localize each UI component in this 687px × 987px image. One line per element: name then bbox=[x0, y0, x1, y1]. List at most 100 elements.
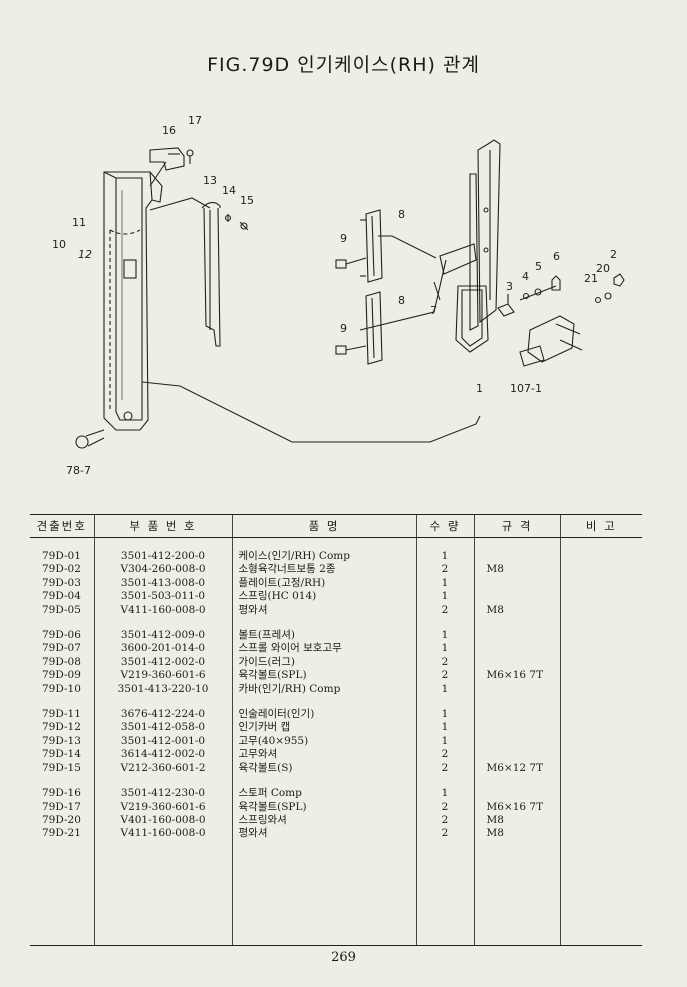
part-78-7-drawing bbox=[75, 429, 105, 449]
part-name-cell: 평와셔 bbox=[231, 827, 416, 841]
remark-cell bbox=[559, 576, 642, 591]
callout-17: 17 bbox=[188, 114, 202, 127]
washers-bolts-drawing bbox=[519, 275, 561, 301]
page-number: 269 bbox=[331, 950, 356, 965]
part-number-cell: V304-260-008-0 bbox=[93, 563, 232, 577]
exploded-parts-diagram: 16 17 13 14 15 11 10 12 78-7 8 9 8 9 7 3… bbox=[0, 90, 687, 500]
part-number-cell: 3600-201-014-0 bbox=[93, 642, 232, 656]
callout-5: 5 bbox=[535, 260, 542, 273]
spec-cell: M8 bbox=[473, 813, 560, 828]
remark-cell bbox=[559, 721, 642, 735]
spec-cell bbox=[473, 734, 560, 749]
part-no-cell: 79D-20 bbox=[42, 813, 81, 826]
part-name-cell: 케이스(인기/RH) Comp bbox=[231, 550, 416, 564]
spacer-cell bbox=[473, 617, 560, 630]
spacer-cell bbox=[231, 696, 416, 709]
table-header-row: 견출번호 부 품 번 호 품 명 수 량 규 격 비 고 bbox=[30, 514, 642, 538]
spec-cell: M8 bbox=[473, 827, 560, 841]
header-remark: 비 고 bbox=[559, 514, 642, 538]
part-number-cell: 3501-412-001-0 bbox=[93, 734, 232, 749]
header-name: 품 명 bbox=[231, 514, 416, 538]
qty-cell: 1 bbox=[415, 550, 474, 564]
spacer-cell bbox=[93, 537, 232, 550]
spacer-cell bbox=[30, 538, 94, 551]
part-no-cell: 79D-03 bbox=[42, 576, 81, 589]
blank-cell bbox=[30, 840, 94, 946]
callout-4: 4 bbox=[522, 270, 529, 283]
spacer-cell bbox=[231, 775, 416, 788]
spec-cell: M8 bbox=[473, 603, 560, 618]
qty-cell: 2 bbox=[415, 827, 474, 841]
part-no-cell: 79D-14 bbox=[42, 748, 81, 761]
qty-cell: 2 bbox=[415, 761, 474, 776]
spec-cell bbox=[473, 629, 560, 643]
bolt-9-lower bbox=[335, 345, 367, 355]
part-no-cell: 79D-04 bbox=[42, 590, 81, 603]
part-no-cell: 79D-09 bbox=[42, 669, 81, 682]
spec-cell: M6×16 7T bbox=[473, 669, 560, 683]
header-part-no: 부 품 번 호 bbox=[93, 514, 232, 538]
qty-cell: 2 bbox=[415, 603, 474, 618]
part-no-cell: 79D-07 bbox=[42, 642, 81, 655]
remark-cell bbox=[559, 550, 642, 564]
remark-cell bbox=[559, 787, 642, 801]
part-number-cell: V411-160-008-0 bbox=[93, 603, 232, 618]
part-name-cell: 인술레이터(인기) bbox=[231, 708, 416, 722]
part-number-cell: 3501-413-220-10 bbox=[93, 682, 232, 697]
guide-upper-drawing bbox=[360, 209, 383, 283]
spacer-cell bbox=[415, 617, 474, 630]
part-number-cell: 3501-413-008-0 bbox=[93, 576, 232, 591]
spacer-cell bbox=[30, 696, 94, 708]
callout-107-1: 107-1 bbox=[510, 382, 542, 395]
part-no-cell: 79D-11 bbox=[42, 708, 81, 721]
callout-14: 14 bbox=[222, 184, 236, 197]
spacer-cell bbox=[559, 775, 642, 788]
connector-lines bbox=[141, 197, 481, 443]
callout-1: 1 bbox=[476, 382, 483, 395]
part-name-cell: 육각볼트(SPL) bbox=[231, 669, 416, 683]
part-name-cell: 스프롤 와이어 보호고무 bbox=[231, 642, 416, 656]
part-number-cell: 3501-412-200-0 bbox=[93, 550, 232, 564]
qty-cell: 1 bbox=[415, 721, 474, 735]
part-no-cell: 79D-12 bbox=[42, 721, 81, 734]
spacer-cell bbox=[559, 537, 642, 550]
callout-9-lower: 9 bbox=[340, 322, 347, 335]
callout-7: 7 bbox=[430, 304, 437, 317]
part-no-cell: 79D-10 bbox=[42, 682, 81, 695]
header-no: 견출번호 bbox=[30, 514, 94, 538]
spacer-cell bbox=[415, 537, 474, 550]
part-name-cell: 스프링(HC 014) bbox=[231, 590, 416, 604]
part-number-cell: V219-360-601-6 bbox=[93, 800, 232, 814]
part-name-cell: 소형육각너트보통 2종 bbox=[231, 563, 416, 577]
spacer-cell bbox=[93, 696, 232, 709]
spacer-cell bbox=[473, 775, 560, 788]
callout-13: 13 bbox=[203, 174, 217, 187]
remark-cell bbox=[559, 827, 642, 841]
part-number-cell: 3501-412-230-0 bbox=[93, 787, 232, 801]
part-no-cell: 79D-15 bbox=[42, 761, 81, 774]
bolt-17-drawing bbox=[186, 149, 194, 164]
spec-cell bbox=[473, 708, 560, 722]
spec-cell bbox=[473, 682, 560, 697]
remark-cell bbox=[559, 655, 642, 670]
spec-cell bbox=[473, 576, 560, 591]
spacer-cell bbox=[473, 537, 560, 550]
part-number-cell: 3614-412-002-0 bbox=[93, 748, 232, 762]
nut-washers-drawing bbox=[594, 273, 625, 304]
spring-7-drawing bbox=[433, 281, 441, 301]
blank-cell bbox=[473, 840, 560, 946]
part-name-cell: 육각볼트(SPL) bbox=[231, 800, 416, 814]
part-no-cell: 79D-16 bbox=[42, 787, 81, 800]
blank-rows bbox=[30, 840, 642, 946]
part-no-cell: 79D-08 bbox=[42, 655, 81, 668]
part-name-cell: 볼트(프레셔) bbox=[231, 629, 416, 643]
part-name-cell: 스프링와셔 bbox=[231, 813, 416, 828]
